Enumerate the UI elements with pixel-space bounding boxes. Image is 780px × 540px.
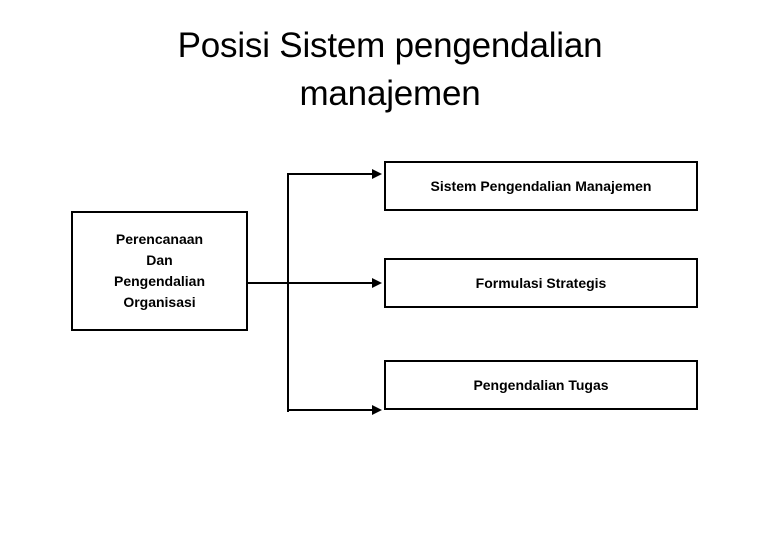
- arrow-head-icon-middle: [372, 278, 382, 288]
- connector-branch-bottom: [287, 409, 377, 411]
- diagram-node-perencanaan-dan-pengendalian-organisasi: Perencanaan Dan Pengendalian Organisasi: [71, 211, 248, 331]
- diagram-node-label: Formulasi Strategis: [475, 274, 607, 291]
- arrow-head-icon-top: [372, 169, 382, 179]
- diagram-node-formulasi-strategis: Formulasi Strategis: [384, 258, 698, 308]
- diagram-node-pengendalian-tugas: Pengendalian Tugas: [384, 360, 698, 410]
- page-title: Posisi Sistem pengendalian manajemen: [177, 26, 603, 113]
- diagram-node-label: Perencanaan Dan Pengendalian Organisasi: [113, 231, 206, 310]
- connector-branch-top: [287, 173, 377, 175]
- diagram-node-sistem-pengendalian-manajemen: Sistem Pengendalian Manajemen: [384, 161, 698, 211]
- diagram-node-label: Pengendalian Tugas: [473, 376, 609, 393]
- diagram-node-label: Sistem Pengendalian Manajemen: [430, 177, 652, 194]
- connector-stub: [247, 282, 290, 284]
- arrow-head-icon-bottom: [372, 405, 382, 415]
- connector-trunk: [287, 174, 289, 412]
- connector-branch-middle: [287, 282, 377, 284]
